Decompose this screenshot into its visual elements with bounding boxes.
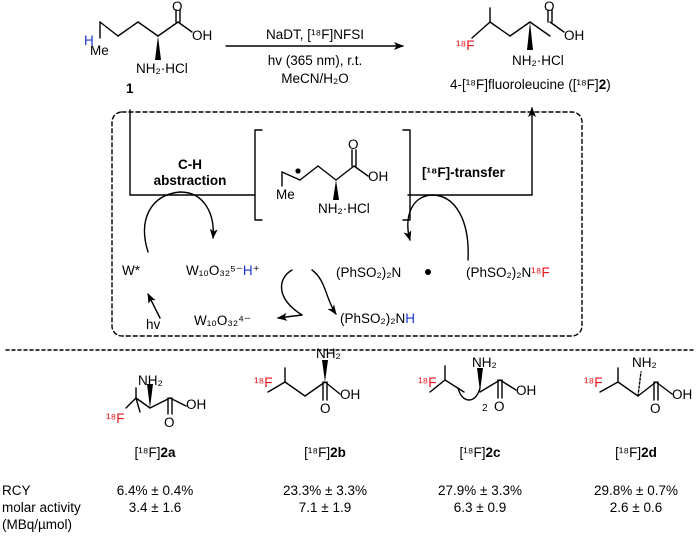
radical-dot-carbon (295, 168, 301, 174)
2d-hydroxyl-label: OH (672, 387, 693, 402)
ch-abstraction-label-1: C-H (178, 157, 202, 172)
f18-transfer-label: [¹⁸F]-transfer (422, 165, 505, 180)
molar-activity-2b: 7.1 ± 1.9 (298, 500, 352, 515)
2c-amine-label: NH₂ (472, 355, 497, 370)
intermediate-hydroxyl-label: OH (368, 169, 389, 184)
2a-oxygen-label: O (164, 415, 175, 430)
2b-fluorine-label: ¹⁸F (254, 375, 273, 390)
molar-activity-row-header: molar activity (2, 500, 81, 515)
rcy-2d: 29.8% ± 0.7% (594, 483, 678, 498)
structure-2c (429, 365, 517, 401)
compound-2b-label: [¹⁸F]2b (304, 445, 346, 460)
ch-abstraction-label-2: abstraction (153, 173, 227, 188)
conditions-reagents: NaDT, [¹⁸F]NFSI (266, 27, 364, 42)
amine-hcl-label: NH₂·HCl (136, 61, 188, 76)
carbonyl-oxygen-label: O (172, 0, 183, 14)
molar-activity-2d: 2.6 ± 0.6 (609, 500, 663, 515)
2d-amine-label: NH₂ (632, 355, 657, 370)
product-hydroxyl-label: OH (564, 28, 585, 43)
fluoroleucine-structure-2 (471, 7, 565, 50)
nitrogen-radical-label: (PhSO₂)₂N (336, 265, 402, 280)
2c-fluorine-label: ¹⁸F (418, 375, 437, 390)
hydroxyl-label: OH (192, 28, 213, 43)
rcy-row-header: RCY (2, 483, 31, 498)
methyl-label: Me (90, 43, 109, 58)
molar-activity-2c: 6.3 ± 0.9 (453, 500, 507, 515)
radical-intermediate-structure (281, 149, 369, 200)
fluorine-18-label: ¹⁸F (456, 38, 475, 53)
product-amine-label: NH₂·HCl (512, 53, 564, 68)
compound-2c-label: [¹⁸F]2c (459, 445, 501, 460)
2a-amine-label: NH₂ (138, 373, 163, 388)
product-name: 4-[¹⁸F]fluoroleucine ([¹⁸F]2) (450, 77, 611, 92)
rcy-2c: 27.9% ± 3.3% (438, 483, 522, 498)
mechanism-box (111, 111, 583, 337)
molar-activity-2a: 3.4 ± 1.6 (128, 500, 182, 515)
intermediate-methyl-label: Me (276, 187, 295, 202)
2c-hydroxyl-label: OH (516, 383, 537, 398)
intermediate-amine-label: NH₂·HCl (318, 201, 370, 216)
rcy-2b: 23.3% ± 3.3% (283, 483, 367, 498)
hv-label: hv (146, 317, 161, 332)
leucine-structure-1 (99, 9, 193, 60)
conditions-solvent: MeCN/H₂O (281, 71, 349, 86)
2c-repeat-subscript: 2 (482, 403, 488, 414)
hydrogen-label: H (84, 33, 94, 48)
2d-oxygen-label: O (650, 401, 661, 416)
compound-1-label: 1 (126, 81, 134, 96)
conditions-light: hv (365 nm), r.t. (267, 53, 363, 68)
nfsi-label: (PhSO₂)₂N¹⁸F (466, 265, 550, 280)
structure-2a (125, 384, 187, 415)
reduced-tungstate-label: W₁₀O₃₂⁵⁻H⁺ (186, 263, 260, 278)
decatungstate-label: W₁₀O₃₂⁴⁻ (194, 313, 252, 328)
2b-oxygen-label: O (320, 401, 331, 416)
dibenzenesulfonimide-label: (PhSO₂)₂NH (340, 311, 415, 326)
2a-fluorine-label: ¹⁸F (106, 411, 125, 426)
structure-2d (599, 367, 673, 401)
rcy-2a: 6.4% ± 0.4% (116, 483, 194, 498)
2a-hydroxyl-label: OH (186, 397, 207, 412)
compound-2d-label: [¹⁸F]2d (615, 445, 657, 460)
2b-amine-label: NH₂ (316, 346, 341, 361)
compound-2a-label: [¹⁸F]2a (134, 445, 176, 460)
2c-oxygen-label: O (494, 399, 505, 414)
molar-activity-unit: (MBq/µmol) (2, 517, 73, 532)
radical-dot-nitrogen (425, 269, 431, 275)
2d-fluorine-label: ¹⁸F (584, 375, 603, 390)
structure-2b (267, 360, 341, 401)
product-carbonyl-label: O (544, 0, 555, 14)
2b-hydroxyl-label: OH (340, 387, 361, 402)
intermediate-carbonyl-label: O (348, 137, 359, 152)
excited-tungstate-label: W* (122, 263, 140, 278)
